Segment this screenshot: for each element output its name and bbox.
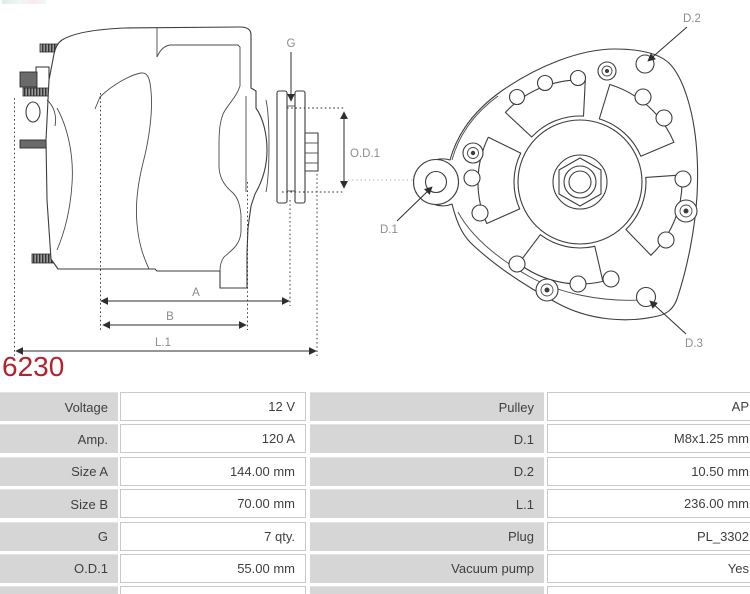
callout-d2-label: D.2: [683, 13, 701, 25]
spec-value: [547, 586, 750, 594]
spec-label: [0, 586, 118, 594]
pulley: [265, 90, 319, 204]
spec-value: 12 V: [120, 392, 306, 421]
spec-value: 10.50 mm: [547, 456, 750, 486]
front-view-drawing: D.2 D.1 D.3: [380, 13, 703, 350]
callout-d1-label: D.1: [380, 224, 398, 236]
spec-label: Plug: [310, 521, 544, 551]
table-row: O.D.1 55.00 mm Vacuum pump Yes: [0, 553, 750, 583]
spec-table: Voltage 12 V Pulley AP Amp. 120 A D.1 M8…: [0, 392, 750, 594]
callout-d3: D.3: [649, 300, 703, 350]
vent-holes: [463, 69, 692, 293]
dimension-l1-label: L.1: [155, 337, 171, 349]
spec-label: L.1: [310, 489, 544, 519]
callout-d1: D.1: [380, 186, 433, 236]
shaft-nut: [304, 132, 319, 172]
spec-value: 236.00 mm: [547, 489, 750, 519]
dimension-g-label: G: [287, 38, 296, 50]
dimension-a: A: [100, 287, 290, 305]
spec-label: D.1: [310, 424, 544, 454]
spec-value: 144.00 mm: [120, 456, 306, 486]
body-inner-contours: [46, 28, 247, 272]
table-row: Size A 144.00 mm D.2 10.50 mm: [0, 456, 750, 486]
callout-d2: D.2: [647, 13, 701, 62]
extension-lines: [14, 93, 413, 356]
corner-artifact: [2, 0, 46, 4]
side-view-drawing: G O.D.1 A B L.1: [14, 26, 413, 356]
part-number: 6230: [2, 351, 65, 382]
dimension-od1-label: O.D.1: [350, 148, 380, 160]
table-row-clipped: [0, 586, 750, 594]
alternator-body-outline: [45, 26, 268, 289]
spec-value: AP: [547, 392, 750, 421]
spec-label: O.D.1: [0, 553, 118, 583]
spec-value: [120, 586, 306, 594]
through-bolts: [462, 61, 698, 302]
spec-label: Size A: [0, 456, 118, 486]
table-row: Amp. 120 A D.1 M8x1.25 mm: [0, 424, 750, 454]
dimension-od1: O.D.1: [340, 111, 380, 189]
callout-d3-label: D.3: [685, 338, 703, 350]
dimension-a-label: A: [192, 287, 200, 299]
spec-label: Size B: [0, 489, 118, 519]
spec-value: M8x1.25 mm: [547, 424, 750, 454]
spec-label: Voltage: [0, 392, 118, 421]
dimension-b-label: B: [166, 311, 174, 323]
spec-label: Amp.: [0, 424, 118, 454]
vent-slots: [477, 79, 683, 285]
spec-value: PL_3302: [547, 521, 750, 551]
table-row: Size B 70.00 mm L.1 236.00 mm: [0, 489, 750, 519]
alternator-technical-drawing: G O.D.1 A B L.1: [14, 13, 703, 356]
spec-label: Pulley: [310, 392, 544, 421]
dimension-b: B: [102, 311, 247, 329]
spec-value: 55.00 mm: [120, 553, 306, 583]
table-row: G 7 qty. Plug PL_3302: [0, 521, 750, 551]
spec-value: 7 qty.: [120, 521, 306, 551]
spec-value: 70.00 mm: [120, 489, 306, 519]
table-row: Voltage 12 V Pulley AP: [0, 392, 750, 421]
dimension-l1: L.1: [15, 337, 317, 355]
spec-value: 120 A: [120, 424, 306, 454]
spec-value: Yes: [547, 553, 750, 583]
spec-label: [310, 586, 544, 594]
spec-label: Vacuum pump: [310, 553, 544, 583]
spec-label: G: [0, 521, 118, 551]
spec-label: D.2: [310, 456, 544, 486]
dimension-g: G: [287, 38, 296, 102]
rotor-hub: [517, 119, 643, 245]
